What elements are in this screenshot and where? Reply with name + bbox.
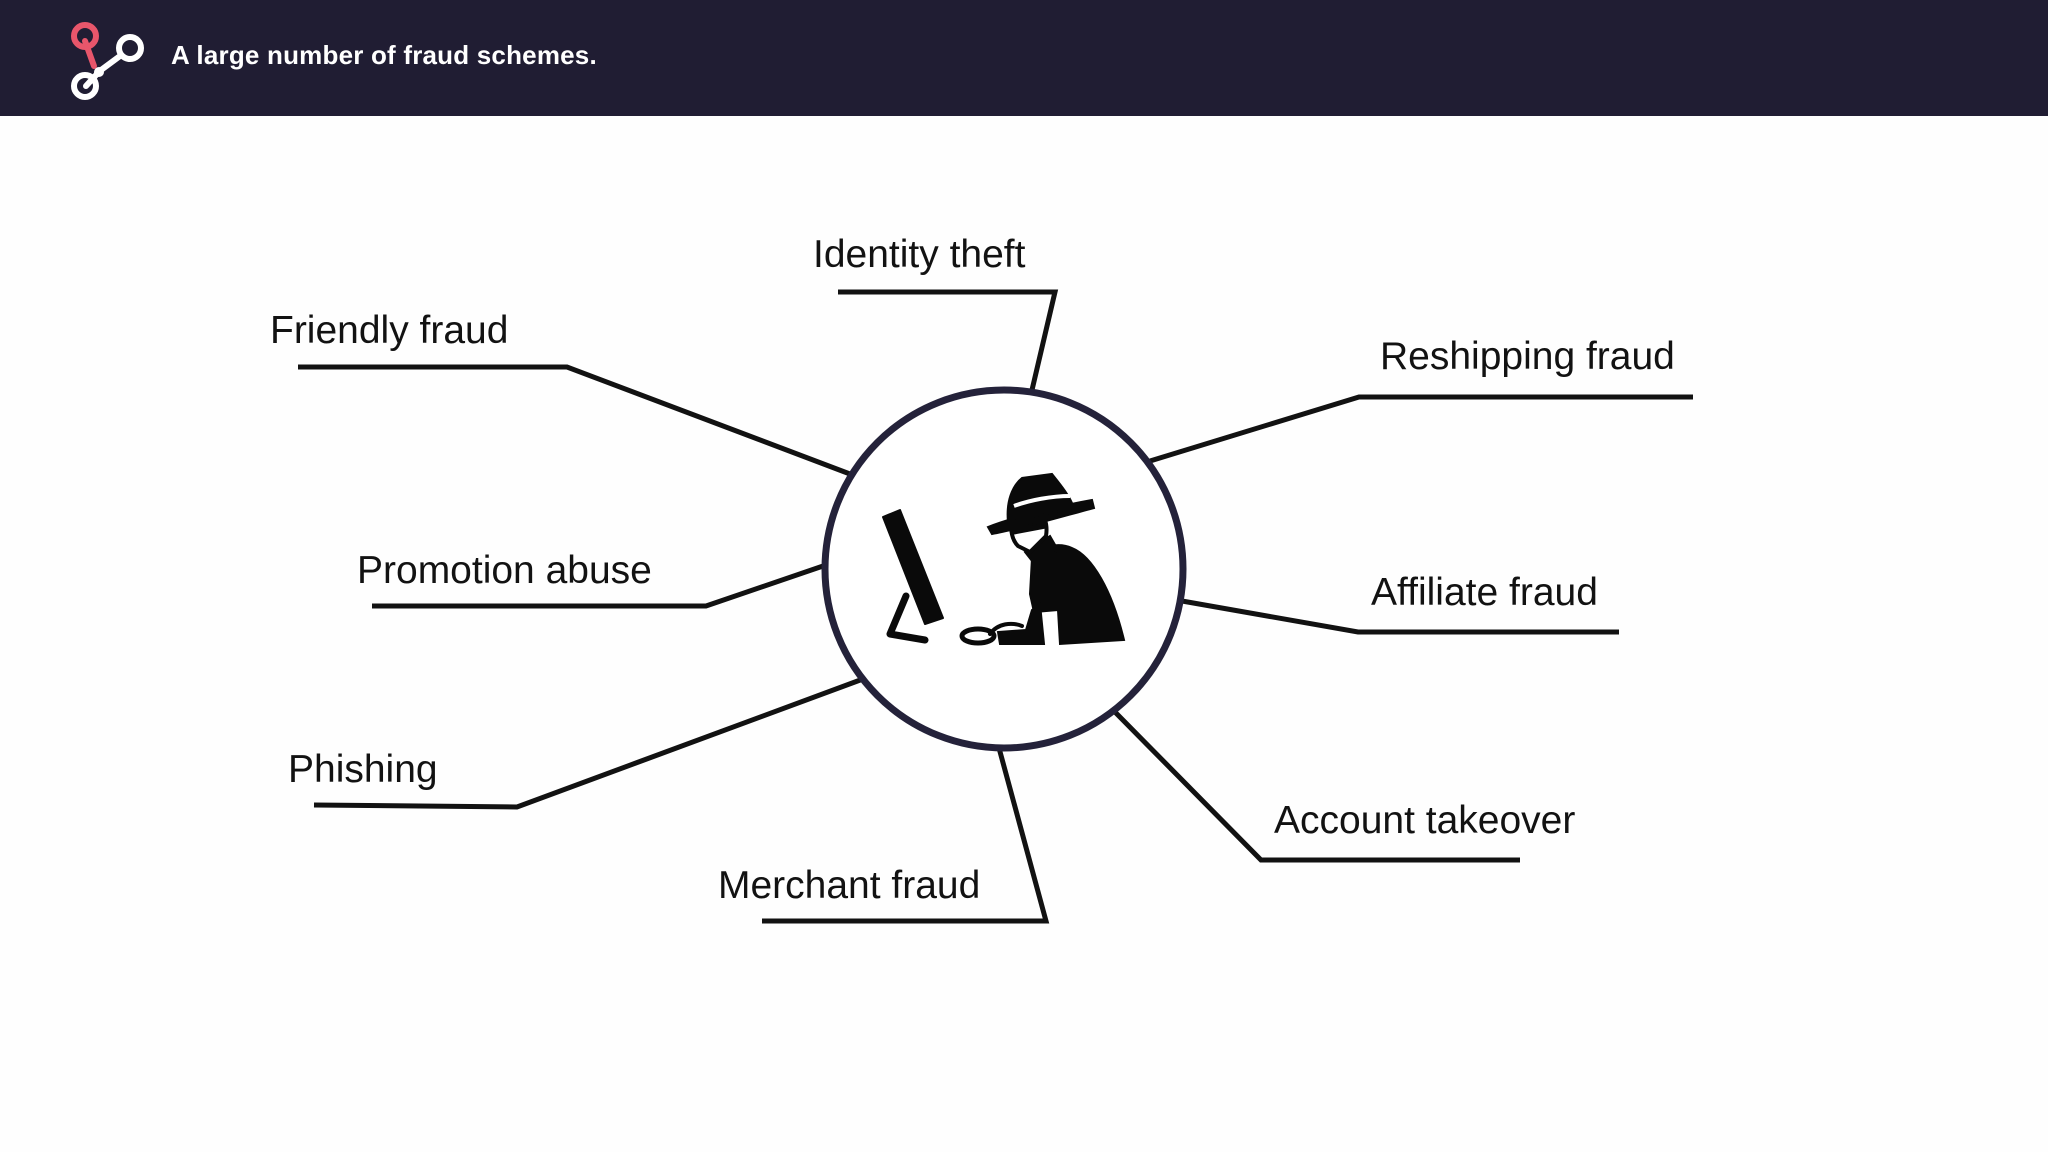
scheme-label-friendly-fraud: Friendly fraud — [270, 309, 509, 352]
connector-friendly-fraud — [298, 364, 851, 477]
scheme-label-phishing: Phishing — [288, 748, 438, 791]
header-bar: A large number of fraud schemes. — [0, 0, 2048, 116]
connector-merchant-fraud — [762, 747, 1050, 924]
connector-reshipping-fraud — [1149, 394, 1693, 464]
connector-affiliate-fraud — [1181, 598, 1619, 635]
scheme-label-identity-theft: Identity theft — [813, 233, 1026, 276]
connector-phishing — [313, 676, 864, 810]
page-title: A large number of fraud schemes. — [171, 40, 597, 70]
center-ring — [821, 386, 1187, 752]
scheme-label-merchant-fraud: Merchant fraud — [718, 864, 981, 907]
scheme-label-promotion-abuse: Promotion abuse — [357, 549, 652, 592]
connector-account-takeover — [1112, 709, 1520, 863]
scheme-label-affiliate-fraud: Affiliate fraud — [1371, 571, 1598, 614]
connected-nodes-icon — [71, 22, 144, 100]
scheme-label-account-takeover: Account takeover — [1274, 799, 1576, 842]
connector-identity-theft — [838, 289, 1059, 391]
hacker-at-computer-icon — [882, 472, 1126, 646]
connector-promotion-abuse — [372, 562, 827, 609]
scheme-label-reshipping-fraud: Reshipping fraud — [1380, 335, 1675, 378]
